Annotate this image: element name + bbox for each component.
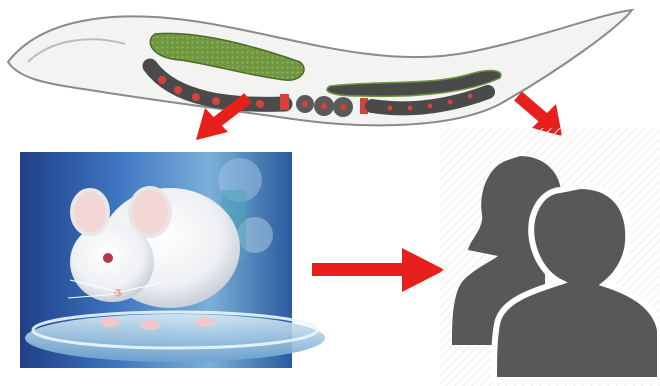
- people-icon: [440, 128, 660, 386]
- mouse-photo: [20, 152, 325, 368]
- arrow-mouse-to-humans: [312, 248, 445, 292]
